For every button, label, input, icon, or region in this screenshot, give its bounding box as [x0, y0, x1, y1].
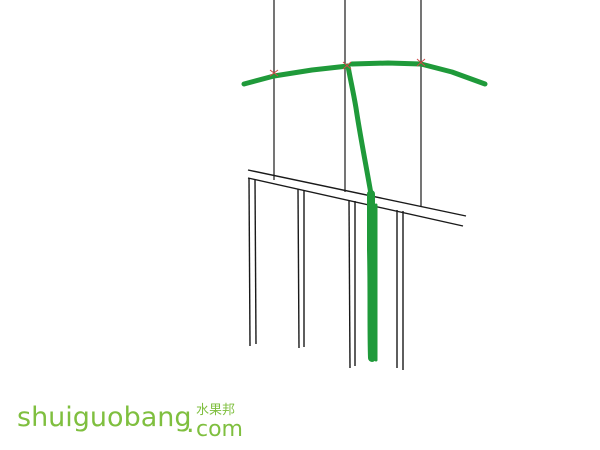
red-tie-marks: [269, 58, 426, 77]
vine-upper-stem: [345, 63, 374, 197]
post-3-left: [348, 199, 351, 369]
crossbar-top-edge: [247, 169, 467, 217]
tie-mark-center: [342, 61, 352, 70]
watermark-domain: com: [196, 417, 243, 442]
vine-left-arm: [241, 63, 351, 87]
upper-trellis-wires: [273, 0, 422, 207]
green-vine-trunk-and-arms: [241, 60, 488, 362]
tie-mark-right: [416, 58, 426, 67]
post-1-right: [254, 178, 257, 345]
lower-trellis-frame: [247, 169, 467, 370]
watermark-dot: .: [186, 408, 195, 439]
post-1-left: [248, 177, 251, 347]
watermark-cjk: 水果邦: [196, 403, 235, 418]
watermark: shuiguobang . com 水果邦: [17, 402, 243, 442]
vine-right-arm: [349, 60, 488, 87]
tie-mark-left: [269, 69, 279, 77]
vine-trunk: [367, 190, 376, 362]
watermark-main: shuiguobang: [17, 402, 192, 433]
post-2-left: [297, 188, 300, 349]
